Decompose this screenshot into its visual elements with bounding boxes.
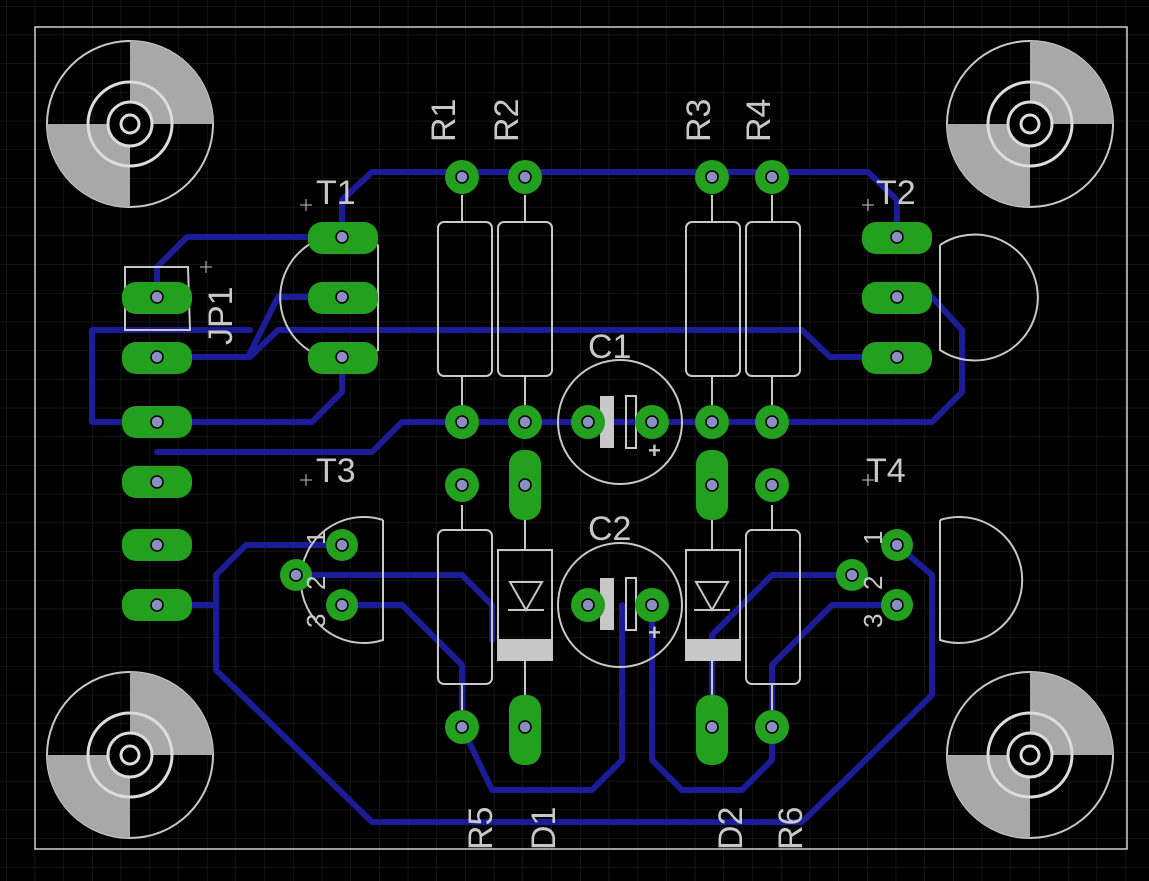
label-r5: R5 — [462, 807, 500, 850]
drill-holes — [150, 170, 904, 734]
c2-plus-mark: + — [648, 620, 661, 645]
mounting-hole-top-right — [946, 40, 1114, 208]
t3-pin-2-label: 2 — [301, 576, 331, 590]
c1-plus-mark: + — [648, 438, 661, 463]
label-jp1: JP1 — [202, 286, 240, 345]
label-r1: R1 — [425, 99, 463, 142]
diode-d2-symbol — [687, 581, 741, 659]
pads — [122, 160, 932, 765]
board-outline — [34, 26, 1128, 850]
mounting-hole-top-left — [46, 40, 214, 208]
label-t3: T3 — [316, 452, 356, 490]
t3-pin-1-label: 1 — [301, 531, 331, 545]
t3-pin-3-label: 3 — [301, 614, 331, 628]
label-t4: T4 — [866, 452, 906, 490]
label-d2: D2 — [712, 807, 750, 850]
label-r2: R2 — [488, 99, 526, 142]
label-c1: C1 — [588, 328, 631, 366]
diode-d1-symbol — [499, 581, 553, 659]
label-r6: R6 — [772, 807, 810, 850]
label-c2: C2 — [588, 510, 631, 548]
mounting-hole-bottom-right — [946, 671, 1114, 839]
t4-pin-3-label: 3 — [858, 614, 888, 628]
mounting-hole-bottom-left — [46, 671, 214, 839]
label-r3: R3 — [680, 99, 718, 142]
label-d1: D1 — [525, 807, 563, 850]
t4-pin-1-label: 1 — [858, 531, 888, 545]
t4-pin-2-label: 2 — [858, 576, 888, 590]
origin-marks — [200, 199, 874, 486]
label-t1: T1 — [316, 174, 356, 212]
label-r4: R4 — [740, 99, 778, 142]
label-t2: T2 — [876, 174, 916, 212]
